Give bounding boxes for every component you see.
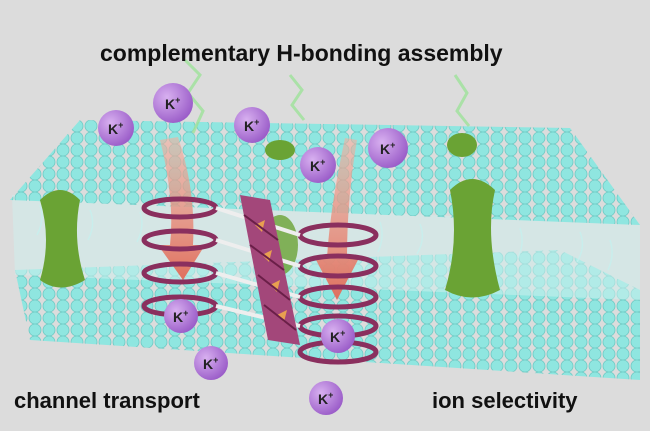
ion-k-6: K+ bbox=[164, 299, 198, 333]
svg-text:K+: K+ bbox=[318, 390, 333, 407]
ion-k-2: K+ bbox=[98, 110, 134, 146]
svg-text:K+: K+ bbox=[173, 308, 188, 325]
transport-arrow-left bbox=[158, 137, 205, 280]
svg-text:K+: K+ bbox=[310, 157, 325, 174]
svg-text:K+: K+ bbox=[380, 140, 395, 157]
ion-k-4: K+ bbox=[300, 147, 336, 183]
ion-k-5: K+ bbox=[368, 128, 408, 168]
svg-text:K+: K+ bbox=[165, 95, 180, 112]
svg-text:K+: K+ bbox=[244, 117, 259, 134]
svg-text:K+: K+ bbox=[330, 328, 345, 345]
svg-text:K+: K+ bbox=[203, 355, 218, 372]
figure-title: complementary H-bonding assembly bbox=[100, 40, 503, 66]
ion-k-1: K+ bbox=[153, 83, 193, 123]
transport-arrow-right bbox=[315, 138, 359, 300]
ion-k-8: K+ bbox=[321, 319, 355, 353]
label-ion-selectivity: ion selectivity bbox=[432, 388, 578, 413]
ion-k-7: K+ bbox=[194, 346, 228, 380]
label-channel-transport: channel transport bbox=[14, 388, 200, 413]
svg-text:K+: K+ bbox=[108, 120, 123, 137]
hbond-chains bbox=[183, 58, 471, 134]
helical-ribbon bbox=[240, 195, 300, 345]
ion-k-3: K+ bbox=[234, 107, 270, 143]
ion-k-9: K+ bbox=[309, 381, 343, 415]
